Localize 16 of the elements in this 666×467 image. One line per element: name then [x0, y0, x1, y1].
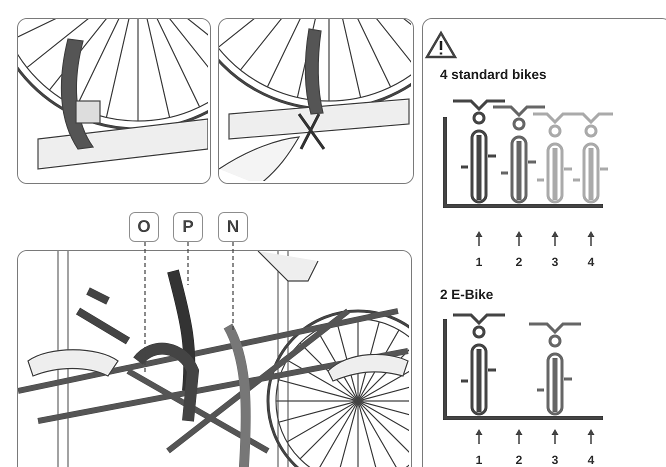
- number-label: 3: [550, 255, 560, 269]
- number-label: 2: [514, 255, 524, 269]
- leader-line: [232, 242, 234, 330]
- number-label: 4: [586, 453, 596, 467]
- heading: 4 standard bikes: [440, 67, 547, 82]
- leader-line: [144, 242, 146, 375]
- callout-letter: P: [173, 212, 203, 242]
- number-label: 3: [550, 453, 560, 467]
- callout-letter: N: [218, 212, 248, 242]
- heading: 2 E-Bike: [440, 287, 494, 302]
- leader-line: [187, 242, 189, 285]
- number-label: 4: [586, 255, 596, 269]
- number-label: 2: [514, 453, 524, 467]
- callout-letter: O: [129, 212, 159, 242]
- number-label: 1: [474, 255, 484, 269]
- number-label: 1: [474, 453, 484, 467]
